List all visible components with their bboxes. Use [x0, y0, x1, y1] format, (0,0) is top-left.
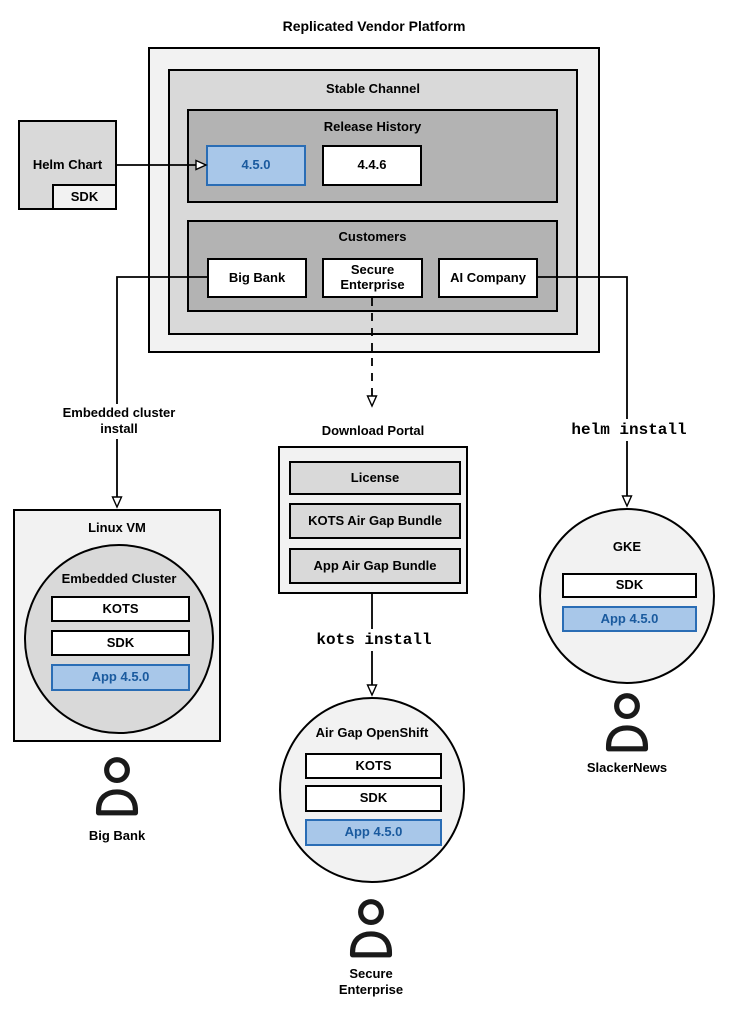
customer-ai-company: AI Company [438, 258, 538, 298]
secure-enterprise-user [344, 898, 398, 959]
stable-channel-label: Stable Channel [326, 81, 420, 96]
release-history-label: Release History [323, 119, 422, 134]
helm-chart-label: Helm Chart [32, 157, 103, 172]
linux-vm-box: Linux VM Embedded Cluster KOTS SDK App 4… [13, 509, 221, 742]
embedded-cluster-install-label: Embedded cluster install [47, 404, 191, 439]
kots-install-label: kots install [302, 629, 446, 651]
person-icon [605, 693, 649, 752]
download-portal-app-bundle: App Air Gap Bundle [289, 548, 461, 584]
openshift-app-box: App 4.5.0 [305, 819, 442, 846]
download-portal-label: Download Portal [321, 423, 425, 438]
slackernews-user-label: SlackerNews [586, 760, 668, 775]
air-gap-openshift-circle: Air Gap OpenShift KOTS SDK App 4.5.0 [279, 697, 465, 883]
linux-vm-app-box: App 4.5.0 [51, 664, 190, 691]
linux-vm-label: Linux VM [88, 520, 146, 535]
gke-app-box: App 4.5.0 [562, 606, 697, 632]
gke-sdk-box: SDK [562, 573, 697, 598]
slackernews-user [600, 692, 654, 753]
person-icon [95, 757, 139, 816]
air-gap-openshift-label: Air Gap OpenShift [315, 725, 429, 740]
big-bank-user-label: Big Bank [88, 828, 146, 843]
release-version-previous: 4.4.6 [322, 145, 422, 186]
gke-label: GKE [612, 539, 642, 554]
customers-label: Customers [338, 229, 407, 244]
download-portal-box: License KOTS Air Gap Bundle App Air Gap … [278, 446, 468, 594]
big-bank-user [90, 756, 144, 817]
customer-secure-enterprise: Secure Enterprise [322, 258, 423, 298]
helm-install-label: helm install [557, 419, 701, 441]
linux-vm-kots-box: KOTS [51, 596, 190, 622]
page-title: Replicated Vendor Platform [282, 18, 466, 34]
linux-vm-sdk-box: SDK [51, 630, 190, 656]
release-version-current: 4.5.0 [206, 145, 306, 186]
download-portal-kots-bundle: KOTS Air Gap Bundle [289, 503, 461, 539]
openshift-kots-box: KOTS [305, 753, 442, 779]
download-portal-license: License [289, 461, 461, 495]
customer-big-bank: Big Bank [207, 258, 307, 298]
embedded-cluster-circle: Embedded Cluster KOTS SDK App 4.5.0 [24, 544, 214, 734]
person-icon [349, 899, 393, 958]
secure-enterprise-user-label: Secure Enterprise [338, 966, 404, 997]
openshift-sdk-box: SDK [305, 785, 442, 812]
embedded-cluster-label: Embedded Cluster [61, 571, 177, 586]
gke-circle: GKE SDK App 4.5.0 [539, 508, 715, 684]
helm-chart-sdk-box: SDK [52, 184, 117, 210]
